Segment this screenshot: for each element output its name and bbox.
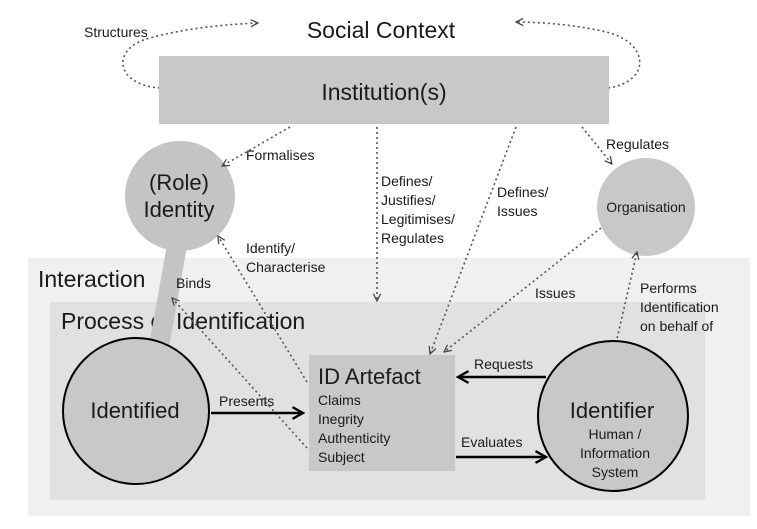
identify-characterise-line1: Identify/ <box>246 240 295 256</box>
binds-arrow <box>172 298 308 449</box>
requests-label: Requests <box>474 356 533 372</box>
role-identity-node <box>125 141 235 251</box>
role-identity-line1: (Role) <box>149 170 209 195</box>
binds-connector <box>148 238 188 354</box>
defines-issues-arrow <box>430 126 517 354</box>
interaction-label: Interaction <box>38 266 145 292</box>
identifier-subtitle-line1: Human / <box>589 426 642 442</box>
defines-issues-line2: Issues <box>497 203 537 219</box>
structures-loop-left <box>122 23 258 89</box>
formalises-arrow <box>222 126 291 166</box>
organisation-node <box>597 158 695 256</box>
identified-node <box>62 337 210 485</box>
defines-issues-line1: Defines/ <box>497 184 548 200</box>
defines-justifies-line1: Defines/ <box>381 173 432 189</box>
social-context-title: Social Context <box>307 17 456 43</box>
process-label: Process of Identification <box>61 308 305 334</box>
evaluates-label: Evaluates <box>461 434 522 450</box>
formalises-label: Formalises <box>246 147 314 163</box>
performs-line3: on behalf of <box>640 318 713 334</box>
identified-label: Identified <box>90 398 179 423</box>
binds-label: Binds <box>176 275 211 291</box>
id-artefact-box <box>309 355 455 471</box>
defines-justifies-line2: Justifies/ <box>381 192 436 208</box>
performs-arrow <box>615 252 637 344</box>
id-artefact-item: Authenticity <box>318 430 390 446</box>
identify-characterise-line2: Characterise <box>246 259 326 275</box>
regulates-label: Regulates <box>606 136 669 152</box>
organisation-label: Organisation <box>606 199 685 215</box>
presents-label: Presents <box>219 393 274 409</box>
defines-justifies-line3: Legitimises/ <box>381 211 455 227</box>
structures-loop-right <box>516 22 641 89</box>
institution-label: Institution(s) <box>321 79 446 105</box>
defines-justifies-line4: Regulates <box>381 230 444 246</box>
id-artefact-item: Inegrity <box>318 411 364 427</box>
identify-characterise-arrow <box>218 236 308 383</box>
structures-label: Structures <box>84 24 148 40</box>
id-artefact-title: ID Artefact <box>318 364 421 389</box>
performs-line2: Identification <box>640 299 719 315</box>
institution-box <box>159 56 609 124</box>
id-artefact-item: Subject <box>318 449 365 465</box>
identifier-subtitle-line2: Information <box>580 445 650 461</box>
issues-arrow <box>444 227 602 352</box>
id-artefact-item: Claims <box>318 392 361 408</box>
identifier-node <box>537 340 689 492</box>
issues-label: Issues <box>535 285 575 301</box>
identifier-subtitle-line3: System <box>592 464 639 480</box>
performs-line1: Performs <box>640 280 697 296</box>
identifier-title: Identifier <box>570 398 654 423</box>
role-identity-line2: Identity <box>144 197 215 222</box>
